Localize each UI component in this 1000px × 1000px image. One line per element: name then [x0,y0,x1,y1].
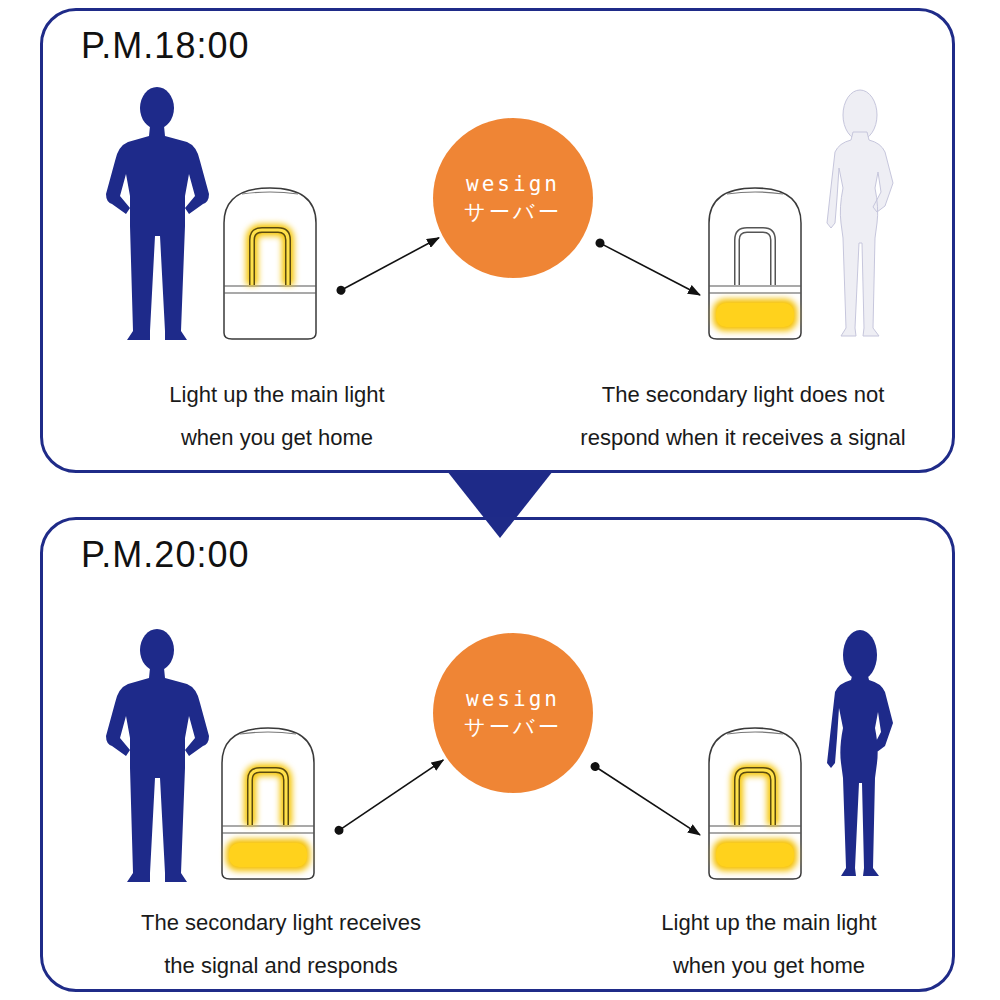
server-label: wesign サーバー [453,685,573,742]
signal-arrow [595,767,700,835]
lamp [709,728,801,879]
main-light-off [737,230,773,285]
lamp-node: The secondary light does not respond whe… [708,188,808,343]
woman-silhouette-absent [827,90,893,336]
signal-arrow [339,760,443,830]
panel-title: P.M.18:00 [81,25,249,67]
woman-silhouette [827,630,893,876]
lamp-caption: Light up the main light when you get hom… [147,373,407,459]
secondary-light-on [226,839,310,871]
lamp-node: Light up the main light when you get hom… [223,188,323,343]
server-label: wesign サーバー [453,170,573,227]
main-light-on [252,230,288,285]
server-circle: wesign サーバー [433,633,593,793]
time-panel: P.M.18:00Light up the main light when yo… [40,8,955,473]
flow-triangle [447,471,553,538]
lamp [222,728,314,879]
lamp-node: Light up the main light when you get hom… [708,728,808,883]
secondary-light-on [713,839,797,871]
lamp-node: The secondary light receives the signal … [221,728,321,883]
man-silhouette [106,87,209,340]
lamp-caption: The secondary light receives the signal … [131,901,431,987]
lamp-caption: The secondary light does not respond whe… [573,373,913,459]
main-light-on [737,770,773,825]
signal-arrow [341,238,439,291]
server-circle: wesign サーバー [433,118,593,278]
panel-title: P.M.20:00 [81,534,249,576]
man-silhouette [106,629,209,882]
lamp-caption: Light up the main light when you get hom… [639,901,899,987]
lamp [224,188,316,339]
secondary-light-on [713,299,797,331]
main-light-on [250,770,286,825]
lamp [709,188,801,339]
time-panel: P.M.20:00The secondary light receives th… [40,517,955,992]
signal-arrow [600,243,700,295]
